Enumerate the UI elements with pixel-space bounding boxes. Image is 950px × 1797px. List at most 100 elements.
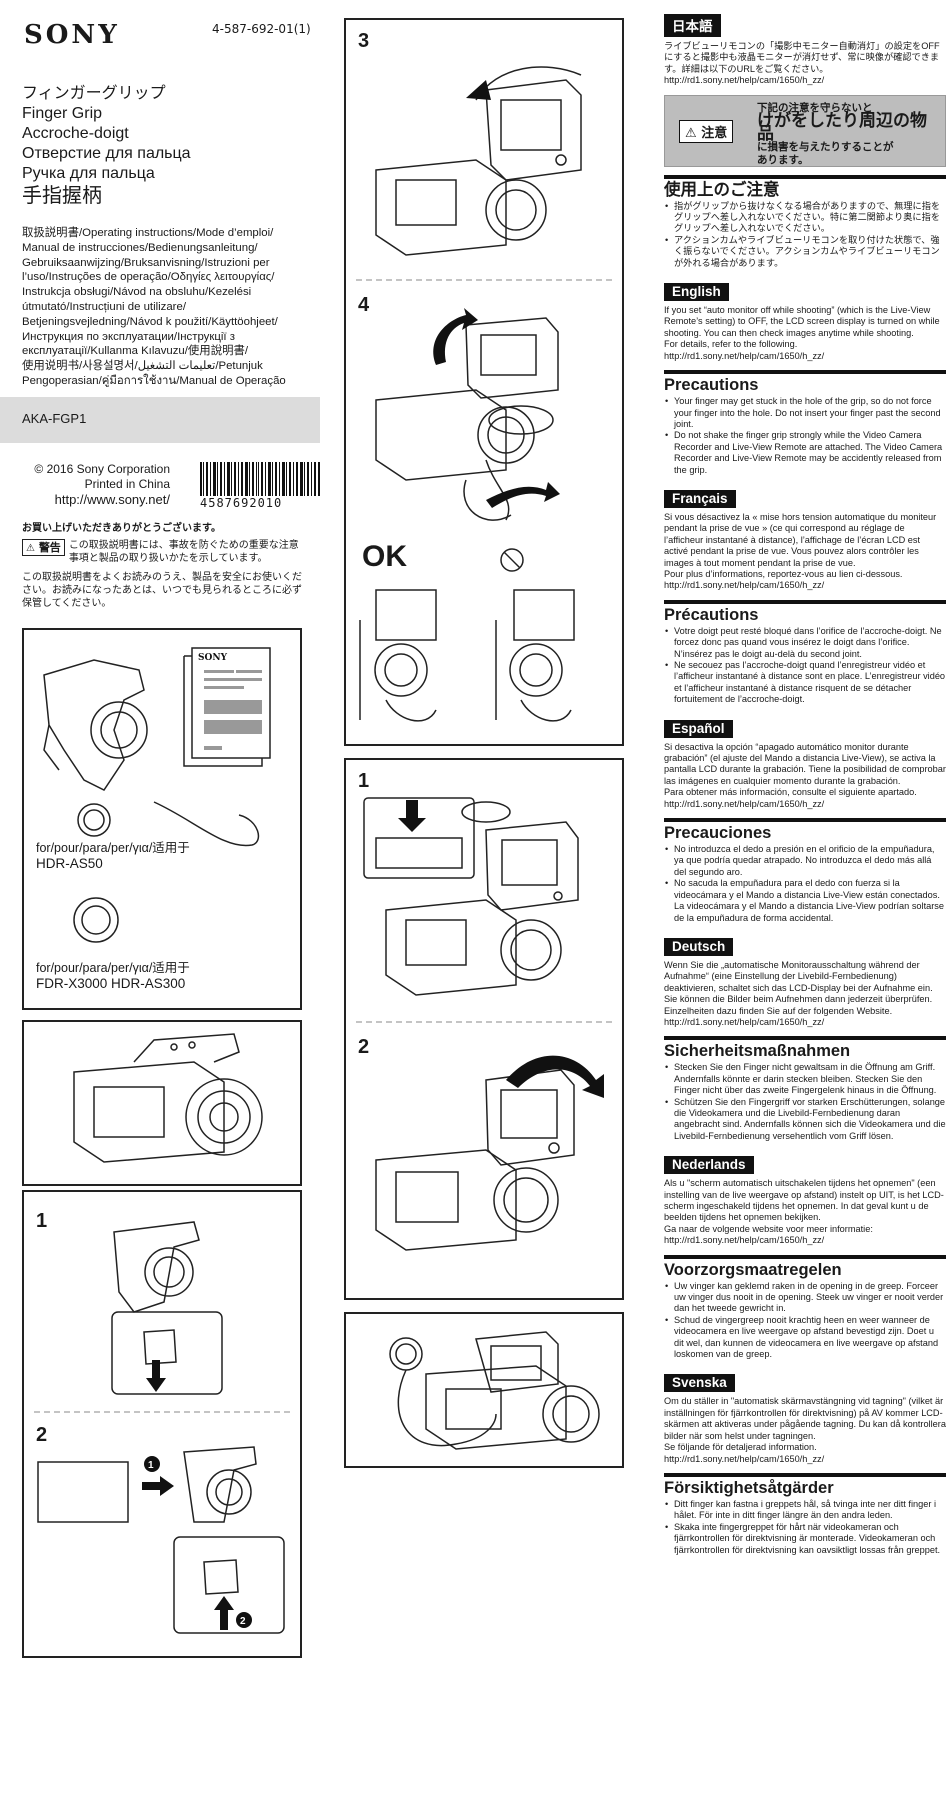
- document-name-line: 使用说明书/사용설명서/تعليمات التشغيل/Petunjuk: [22, 360, 263, 373]
- de-details: Einzelheiten dazu finden Sie auf der fol…: [664, 1005, 893, 1016]
- caution-line: あります。: [757, 153, 809, 166]
- lang-tag-fr: Français: [664, 489, 736, 508]
- lang-tag-de: Deutsch: [664, 937, 734, 956]
- section-rule: [664, 1472, 946, 1477]
- ja-precautions-list: 指がグリップから抜けなくなる場合がありますので、無理に指をグリップへ差し入れない…: [664, 201, 946, 269]
- step-number-2: 2: [358, 1036, 370, 1058]
- es-url: http://rd1.sony.net/help/cam/1650/h_zz/: [664, 798, 825, 809]
- step-number-1: 1: [358, 770, 370, 792]
- model-band: AKA-FGP1: [0, 397, 320, 443]
- remote-steps-figure: 1 2: [344, 758, 624, 1300]
- document-name-line: l’uso/Instruções de operação/Οδηγίες λει…: [22, 271, 275, 284]
- caution-line: けがをしたり周辺の物品: [757, 110, 927, 144]
- callout-2-text: 2: [240, 1616, 246, 1627]
- warning-badge-label: 警告: [38, 541, 61, 554]
- product-titles: フィンガーグリップ Finger Grip Accroche-doigt Отв…: [22, 84, 320, 208]
- list-item: No introduzca el dedo a presión en el or…: [665, 844, 946, 878]
- fr-details: Pour plus d’informations, reportez-vous …: [664, 568, 903, 579]
- section-rule: [664, 818, 946, 823]
- document-name-line: Gebruiksaanwijzing/Bruksanvisning/Istruz…: [22, 256, 270, 269]
- list-item: Schud de vingergreep nooit krachtig heen…: [665, 1315, 946, 1361]
- lang-tag-ja: 日本語: [664, 14, 721, 37]
- list-item: No sacuda la empuñadura para el dedo con…: [665, 878, 946, 924]
- document-names: 取扱説明書/Operating instructions/Mode d’empl…: [22, 226, 320, 389]
- product-title-uk: Ручка для пальца: [22, 165, 155, 182]
- list-item: Uw vinger kan geklemd raken in de openin…: [665, 1281, 946, 1315]
- attach-steps-drawing: 1 2: [34, 1221, 290, 1634]
- lang-tag-es: Español: [664, 719, 733, 738]
- copyright-row: © 2016 Sony Corporation Printed in China…: [22, 462, 320, 512]
- lang-tag-sv: Svenska: [664, 1374, 735, 1393]
- assembled-camera-drawing: [73, 1033, 263, 1163]
- copyright-line: © 2016 Sony Corporation: [34, 462, 170, 476]
- remote-steps-drawing: [356, 797, 612, 1251]
- fr-intro: Si vous désactivez la « mise hors tensio…: [664, 511, 937, 568]
- ok-label: OK: [362, 540, 407, 573]
- for-label-x3000: for/pour/para/per/για/适用于 FDR-X3000 HDR-…: [36, 960, 190, 992]
- french-section: Français Si vous désactivez la « mise ho…: [664, 488, 946, 706]
- warning-triangle-icon: ⚠: [26, 543, 35, 554]
- fr-precautions-title: Précautions: [664, 605, 759, 624]
- sv-url: http://rd1.sony.net/help/cam/1650/h_zz/: [664, 1453, 825, 1464]
- barcode-icon: [200, 462, 320, 496]
- ja-caution-text: 下記の注意を守らないと けがをしたり周辺の物品 に損害を与えたりすることが あり…: [757, 102, 943, 167]
- step-number-4: 4: [358, 294, 370, 316]
- nl-precautions-title: Voorzorgsmaatregelen: [664, 1260, 842, 1279]
- caution-badge-label: 注意: [701, 125, 728, 141]
- fr-url: http://rd1.sony.net/help/cam/1650/h_zz/: [664, 580, 825, 591]
- caution-line: 下記の注意を守らないと: [757, 101, 873, 114]
- lang-tag-nl: Nederlands: [664, 1156, 754, 1175]
- product-title-en: Finger Grip: [22, 105, 103, 122]
- lang-tag-en: English: [664, 283, 729, 302]
- for-languages-label: for/pour/para/per/για/适用于: [36, 841, 190, 855]
- ja-precautions-title: 使用上のご注意: [664, 180, 780, 199]
- step-number-2: 2: [36, 1424, 48, 1446]
- compatible-model: FDR-X3000 HDR-AS300: [36, 976, 186, 991]
- list-item: Schützen Sie den Fingergriff vor starken…: [665, 1097, 946, 1143]
- ja-intro: ライブビューリモコンの「撮影中モニター自動消灯」の設定をOFFにすると撮影中も液…: [664, 41, 940, 74]
- swedish-section: Svenska Om du ställer in "automatisk skä…: [664, 1372, 946, 1555]
- sv-precautions-list: Ditt finger kan fastna i greppets hål, s…: [664, 1499, 946, 1556]
- product-title-fr: Accroche-doigt: [22, 125, 129, 142]
- compatible-model: HDR-AS50: [36, 856, 103, 871]
- section-rule: [664, 370, 946, 375]
- en-precautions-title: Precautions: [664, 376, 759, 395]
- jp-intro: お買い上げいただきありがとうございます。 ⚠ 警告 この取扱説明書には、事故を防…: [22, 522, 302, 610]
- product-title-zh: 手指握柄: [22, 185, 102, 207]
- nl-details: Ga naar de volgende website voor meer in…: [664, 1223, 873, 1234]
- thanks-text: お買い上げいただきありがとうございます。: [22, 523, 221, 534]
- list-item: Your finger may get stuck in the hole of…: [665, 396, 946, 430]
- dutch-section: Nederlands Als u "scherm automatisch uit…: [664, 1154, 946, 1360]
- es-intro: Si desactiva la opción “apagado automáti…: [664, 741, 946, 786]
- warning-badge: ⚠ 警告: [22, 539, 65, 556]
- document-name-line: експлуатації/Kullanma Kılavuzu/使用說明書/: [22, 345, 249, 358]
- document-name-line: 取扱説明書/Operating instructions/Mode d’empl…: [22, 227, 274, 239]
- part-number: 4-587-692-01(1): [212, 22, 311, 36]
- document-name-line: Betjeningsvejledning/Návod k použití/Käy…: [22, 315, 278, 328]
- es-precautions-title: Precauciones: [664, 824, 772, 843]
- product-title-ru: Отверстие для пальца: [22, 145, 191, 162]
- printed-in-line: Printed in China: [84, 477, 170, 491]
- en-url: http://rd1.sony.net/help/cam/1650/h_zz/: [664, 350, 825, 361]
- read-instructions-text: この取扱説明書をよくお読みのうえ、製品を安全にお使いください。お読みになったあと…: [22, 572, 302, 609]
- document-name-line: Manual de instrucciones/Bedienungsanleit…: [22, 241, 258, 254]
- document-name-line: Инструкция по эксплуатации/Інструкції з: [22, 330, 235, 343]
- de-precautions-list: Stecken Sie den Finger nicht gewaltsam i…: [664, 1062, 946, 1142]
- list-item: Ne secouez pas l’accroche-doigt quand l’…: [665, 660, 946, 706]
- ja-url: http://rd1.sony.net/help/cam/1650/h_zz/: [664, 75, 825, 86]
- japanese-section: 日本語 ライブビューリモコンの「撮影中モニター自動消灯」の設定をOFFにすると撮…: [664, 14, 946, 269]
- copyright-text: © 2016 Sony Corporation Printed in China…: [22, 462, 170, 507]
- fr-precautions-list: Votre doigt peut resté bloqué dans l’ori…: [664, 626, 946, 706]
- attach-steps-figure: 1 2 1 2: [22, 1190, 302, 1658]
- sv-intro: Om du ställer in "automatisk skärmavstän…: [664, 1396, 946, 1441]
- list-item: Ditt finger kan fastna i greppets hål, s…: [665, 1499, 946, 1522]
- list-item: Stecken Sie den Finger nicht gewaltsam i…: [665, 1062, 946, 1096]
- usage-steps-figure: 3 4 OK: [344, 18, 624, 746]
- for-label-as50: for/pour/para/per/για/适用于 HDR-AS50: [36, 840, 190, 872]
- caution-badge: ⚠ 注意: [679, 119, 734, 143]
- document-name-line: Pengoperasian/คู่มือการใช้งาน/Manual de …: [22, 374, 286, 387]
- document-name-line: útmutató/Instrucțiuni de utilizare/: [22, 300, 186, 313]
- caution-line: に損害を与えたりすることが: [757, 140, 894, 153]
- nl-precautions-list: Uw vinger kan geklemd raken in de openin…: [664, 1281, 946, 1361]
- model-number: AKA-FGP1: [22, 411, 87, 426]
